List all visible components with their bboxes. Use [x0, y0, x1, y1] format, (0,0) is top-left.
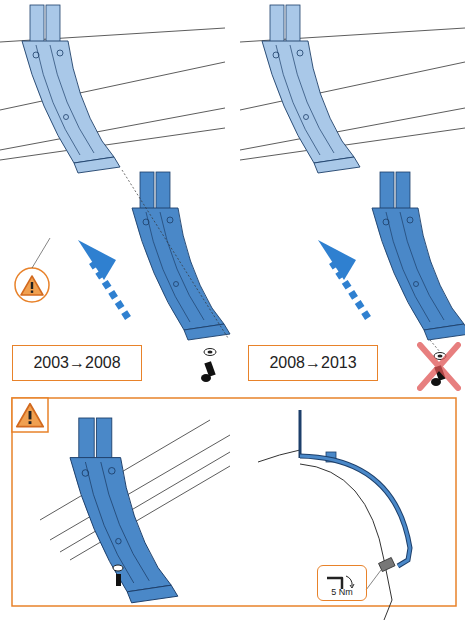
year-range: 2008→2013: [269, 354, 356, 372]
washer: [113, 565, 123, 571]
torque-value: 5 Nm: [331, 587, 353, 597]
warning-icon: [17, 404, 43, 427]
torque-box: 5 Nm: [317, 565, 367, 601]
warning-tab: [12, 398, 48, 432]
warning-icon: [21, 276, 43, 295]
guide-line: [122, 170, 228, 338]
year-range-box: 2008→2013: [248, 345, 378, 381]
leader-line: [32, 238, 50, 268]
new-bracket: [372, 172, 465, 340]
screw: [201, 349, 216, 383]
year-range-box: 2003→2008: [12, 345, 142, 381]
mounted-bracket: [22, 5, 120, 173]
year-range: 2003→2008: [33, 354, 120, 372]
arrow-head: [78, 240, 116, 280]
arrow-head: [318, 240, 356, 280]
move-arrow: [92, 262, 128, 318]
mounted-bracket: [262, 5, 360, 173]
move-arrow: [332, 262, 368, 318]
bracket-profile: [258, 410, 410, 620]
screw: [116, 574, 121, 586]
warning-circle: [15, 268, 49, 302]
guide-line: [430, 340, 440, 352]
warning-panel: [12, 398, 456, 606]
not-needed-cross: [420, 345, 458, 388]
new-bracket: [132, 172, 230, 340]
bracket-detail: [70, 418, 178, 603]
